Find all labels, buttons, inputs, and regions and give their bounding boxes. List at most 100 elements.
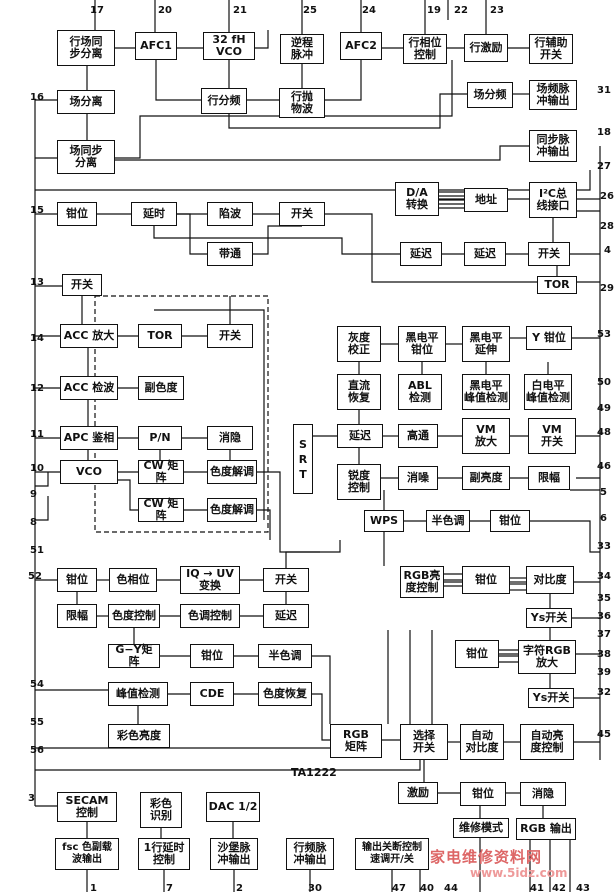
pin-10: 10	[30, 463, 44, 474]
contrast-block: 对比度	[526, 566, 574, 594]
hparabola-block: 行抛 物波	[279, 88, 325, 118]
cw2-block: CW 矩阵	[138, 498, 184, 522]
trap-block: 陷波	[207, 202, 253, 226]
vsep-block: 场分离	[57, 90, 115, 114]
tint-ctl-block: 色调控制	[180, 604, 240, 628]
rgbout-block: RGB 输出	[516, 818, 576, 840]
peakdet-block: 峰值检测	[108, 682, 168, 706]
da-block: D/A 转换	[395, 182, 439, 216]
pin-20: 20	[158, 5, 172, 16]
service-block: 维修模式	[453, 818, 509, 838]
hphase-block: 行相位 控制	[403, 34, 447, 64]
dc-restore-block: 直流 恢复	[337, 374, 381, 410]
selsw-block: 选择 开关	[400, 724, 448, 760]
pin-48: 48	[597, 427, 611, 438]
wpeak-block: 白电平 峰值检测	[524, 374, 572, 410]
pin-24: 24	[362, 5, 376, 16]
pin-43: 43	[576, 883, 590, 894]
vco-block: VCO	[60, 460, 118, 484]
pin-31: 31	[597, 85, 611, 96]
pin-18: 18	[597, 127, 611, 138]
vmamp-block: VM 放大	[462, 418, 510, 454]
tor2-block: TOR	[537, 276, 577, 294]
denoise-block: 消噪	[398, 466, 438, 490]
pin-6: 6	[600, 513, 607, 524]
pin-19: 19	[427, 5, 441, 16]
hsync-sep-block: 行场同 步分离	[57, 30, 115, 66]
addr-block: 地址	[464, 188, 508, 212]
pin-54: 54	[30, 679, 44, 690]
pin-11: 11	[30, 429, 44, 440]
sub-color-block: 副色度	[138, 376, 184, 400]
sync-out-block: 同步脉 冲输出	[529, 130, 577, 162]
gy-block: G−Y矩阵	[108, 644, 160, 668]
pin-23: 23	[490, 5, 504, 16]
pin-49: 49	[597, 403, 611, 414]
pin-2: 2	[236, 883, 243, 894]
autobright-block: 自动亮 度控制	[520, 724, 574, 760]
limit2-block: 限幅	[57, 604, 97, 628]
wps-block: WPS	[364, 510, 404, 532]
pin-3: 3	[28, 793, 35, 804]
cdemod1-block: 色度解调	[207, 460, 257, 484]
rgbmatrix-block: RGB 矩阵	[330, 724, 382, 758]
sandcastle-block: 沙堡脉 冲输出	[210, 838, 258, 870]
pin-29: 29	[600, 283, 614, 294]
highpass-block: 高通	[398, 424, 438, 448]
haux-block: 行辅助 开关	[529, 34, 573, 64]
vpulse-out-block: 场频脉 冲输出	[529, 80, 577, 110]
pin-5: 5	[600, 487, 607, 498]
char-rgb-block: 字符RGB 放大	[518, 640, 576, 674]
blank-block: 消隐	[520, 782, 566, 806]
vdiv-block: 场分频	[467, 82, 513, 108]
pin-26: 26	[600, 191, 614, 202]
pin-27: 27	[597, 161, 611, 172]
apc-block: APC 鉴相	[60, 426, 118, 450]
chroma-ctl-block: 色度控制	[108, 604, 160, 628]
pin-53: 53	[597, 329, 611, 340]
watermark-url: www.5idz.com	[470, 866, 568, 880]
drive-block: 激励	[398, 782, 438, 804]
pin-37: 37	[597, 629, 611, 640]
clamp3-block: 钳位	[57, 568, 97, 592]
clamp1-block: 钳位	[57, 202, 97, 226]
vsync-sep-block: 场同步 分离	[57, 140, 115, 174]
pin-14: 14	[30, 333, 44, 344]
pin-55: 55	[30, 717, 44, 728]
watermark-text: 家电维修资料网	[430, 848, 543, 866]
cw1-block: CW 矩阵	[138, 460, 184, 484]
sw1-block: 开关	[279, 202, 325, 226]
hpulse-out-block: 行频脉 冲输出	[286, 838, 334, 870]
pin-22: 22	[454, 5, 468, 16]
clamp2-block: 钳位	[490, 510, 530, 532]
halftone1-block: 半色调	[426, 510, 470, 532]
fsc-out-block: fsc 色副载 波输出	[55, 838, 119, 870]
pin-51: 51	[30, 545, 44, 556]
pin-9: 9	[30, 489, 37, 500]
pin-21: 21	[233, 5, 247, 16]
bstretch-block: 黑电平 延伸	[462, 326, 510, 362]
cde-block: CDE	[190, 682, 234, 706]
delay1-block: 延时	[131, 202, 177, 226]
subbright-block: 副亮度	[462, 466, 510, 490]
pin-47: 47	[392, 883, 406, 894]
colorbright-block: 彩色亮度	[108, 724, 170, 748]
bandpass-block: 带通	[207, 242, 253, 266]
vmsw-block: VM 开关	[528, 418, 576, 454]
pin-13: 13	[30, 277, 44, 288]
pin-34: 34	[597, 571, 611, 582]
chip-title: TA1222	[291, 766, 337, 779]
pin-50: 50	[597, 377, 611, 388]
bpeak-block: 黑电平 峰值检测	[462, 374, 510, 410]
afc2-block: AFC2	[340, 32, 382, 60]
pin-35: 35	[597, 593, 611, 604]
pin-33: 33	[597, 541, 611, 552]
retrace-block: 逆程 脉冲	[280, 34, 324, 64]
abl-block: ABL 检测	[398, 374, 442, 410]
ydelay-block: 延迟	[337, 424, 383, 448]
delay4-block: 延迟	[263, 604, 309, 628]
bclamp-block: 黑电平 钳位	[398, 326, 446, 362]
pin-25: 25	[303, 5, 317, 16]
ys1-block: Ys开关	[526, 608, 572, 628]
